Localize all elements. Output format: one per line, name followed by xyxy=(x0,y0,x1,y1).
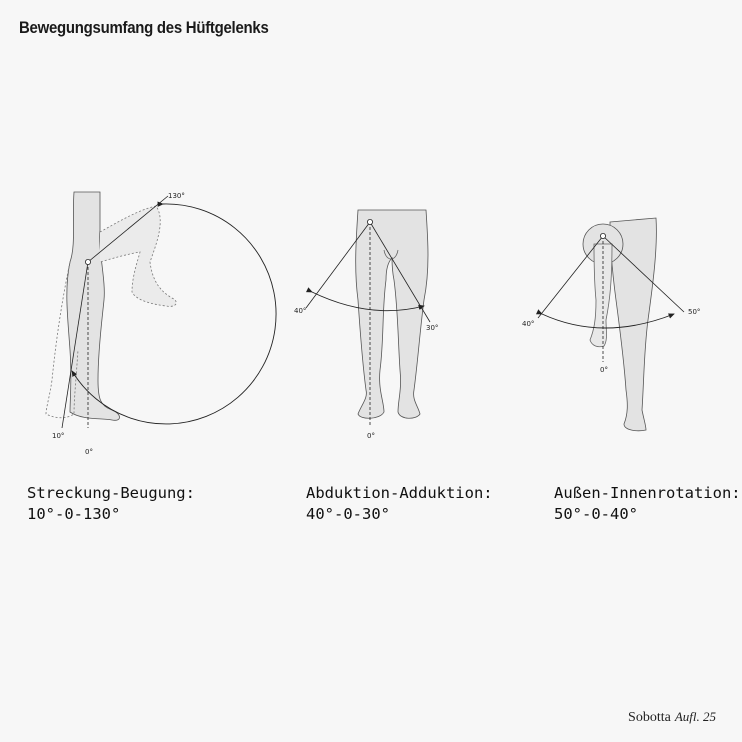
flexion-extension-caption: Streckung-Beugung: 10°-0-130° xyxy=(27,483,195,525)
external-rotation-angle-label: 40° xyxy=(522,320,534,328)
caption-line-1: Abduktion-Adduktion: xyxy=(306,484,493,502)
caption-line-2: 40°-0-30° xyxy=(306,505,390,523)
flexion-extension-figure: 130° 10° 0° xyxy=(45,191,277,456)
caption-line-1: Außen-Innenrotation: xyxy=(554,484,741,502)
rotation-zero-label: 0° xyxy=(600,366,608,374)
adduction-angle-label: 30° xyxy=(426,324,438,332)
flexion-zero-label: 0° xyxy=(85,448,93,456)
rotation-caption: Außen-Innenrotation: 50°-0-40° xyxy=(554,483,741,525)
flexion-angle-label: 130° xyxy=(168,192,185,200)
internal-rotation-angle-label: 50° xyxy=(688,308,700,316)
extended-leg-outline xyxy=(45,261,79,419)
abduction-zero-label: 0° xyxy=(367,432,375,440)
extension-angle-label: 10° xyxy=(52,432,64,440)
caption-line-1: Streckung-Beugung: xyxy=(27,484,195,502)
legs-frontal xyxy=(355,209,429,419)
page-title: Bewegungsumfang des Hüftgelenks xyxy=(19,18,269,37)
publisher-name: Sobotta xyxy=(628,710,671,725)
abduction-angle-label: 40° xyxy=(294,307,306,315)
caption-line-2: 50°-0-40° xyxy=(554,505,638,523)
rotation-figure: 40° 50° 0° xyxy=(522,217,700,432)
rotated-lower-leg xyxy=(589,243,613,348)
caption-line-2: 10°-0-130° xyxy=(27,505,121,523)
abduction-adduction-caption: Abduktion-Adduktion: 40°-0-30° xyxy=(306,483,493,525)
edition-label: Aufl. 25 xyxy=(674,709,716,724)
abduction-adduction-figure: 40° 30° 0° xyxy=(294,209,438,440)
